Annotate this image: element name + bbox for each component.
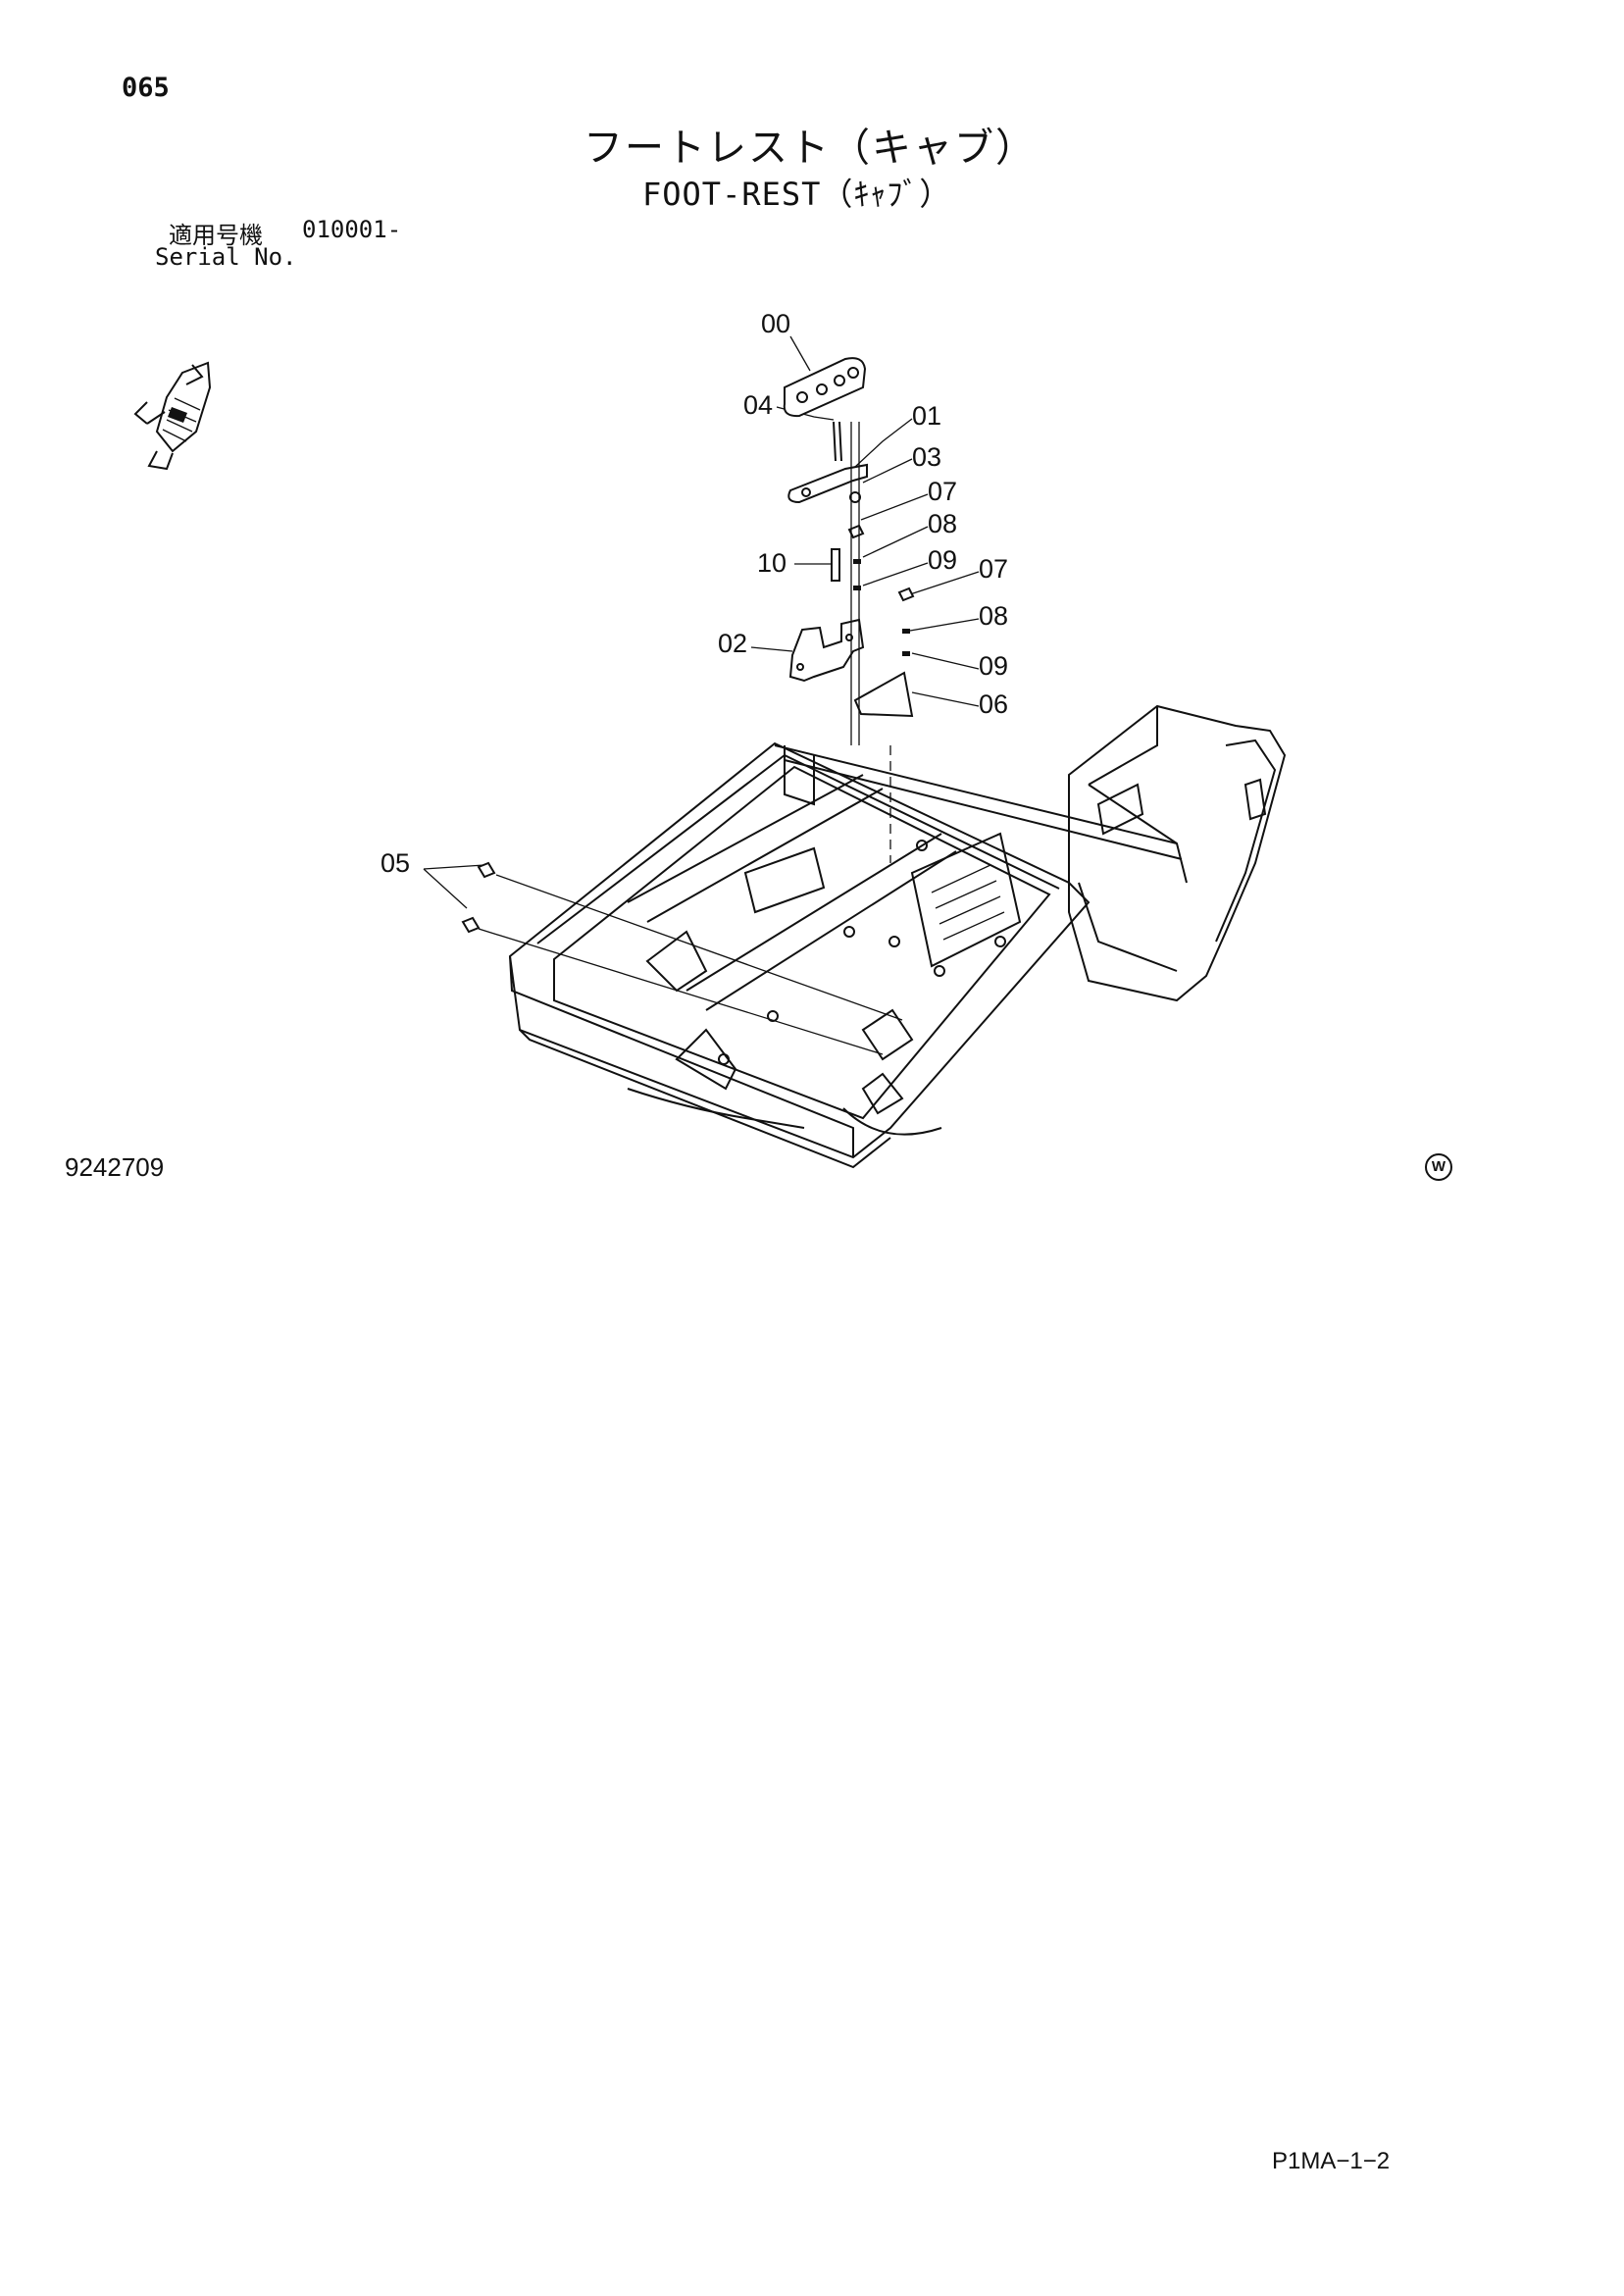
- callout-09: 09: [928, 545, 957, 575]
- callout-06: 06: [979, 689, 1008, 719]
- w-circle-mark: W: [1425, 1153, 1452, 1181]
- callout-08: 08: [928, 509, 957, 538]
- drawing-number: 9242709: [65, 1152, 165, 1182]
- callout-09b: 09: [979, 651, 1008, 681]
- callout-01: 01: [912, 401, 941, 431]
- title-japanese: フートレスト（キャブ）: [584, 126, 1037, 171]
- machine-locator-icon: [133, 361, 212, 471]
- callout-05: 05: [381, 848, 410, 878]
- side-cover: [1068, 704, 1287, 1002]
- leader-lines: [423, 335, 980, 1055]
- foot-rest-parts: [783, 357, 915, 863]
- bolts-05: [461, 861, 496, 934]
- callout-08b: 08: [979, 601, 1008, 631]
- callout-labels: 00 04 01 03 07 08 10 09 07 02 08 09 06 0…: [381, 309, 1008, 878]
- callout-07: 07: [928, 477, 957, 506]
- serial-label-japanese: 適用号機: [169, 222, 263, 249]
- floor-frame-assembly: [508, 741, 1183, 1169]
- callout-07b: 07: [979, 554, 1008, 584]
- title-english: FOOT-REST（ｷｬﾌﾞ）: [642, 176, 952, 213]
- serial-label-english: Serial No.: [155, 243, 297, 271]
- callout-02: 02: [718, 629, 747, 658]
- callout-00: 00: [761, 309, 790, 338]
- callout-04: 04: [743, 390, 773, 420]
- sheet-code: P1MA−1−2: [1272, 2148, 1391, 2174]
- callout-10: 10: [757, 548, 787, 578]
- callout-03: 03: [912, 442, 941, 472]
- page-number: 065: [122, 73, 170, 103]
- serial-number-value: 010001-: [302, 216, 402, 243]
